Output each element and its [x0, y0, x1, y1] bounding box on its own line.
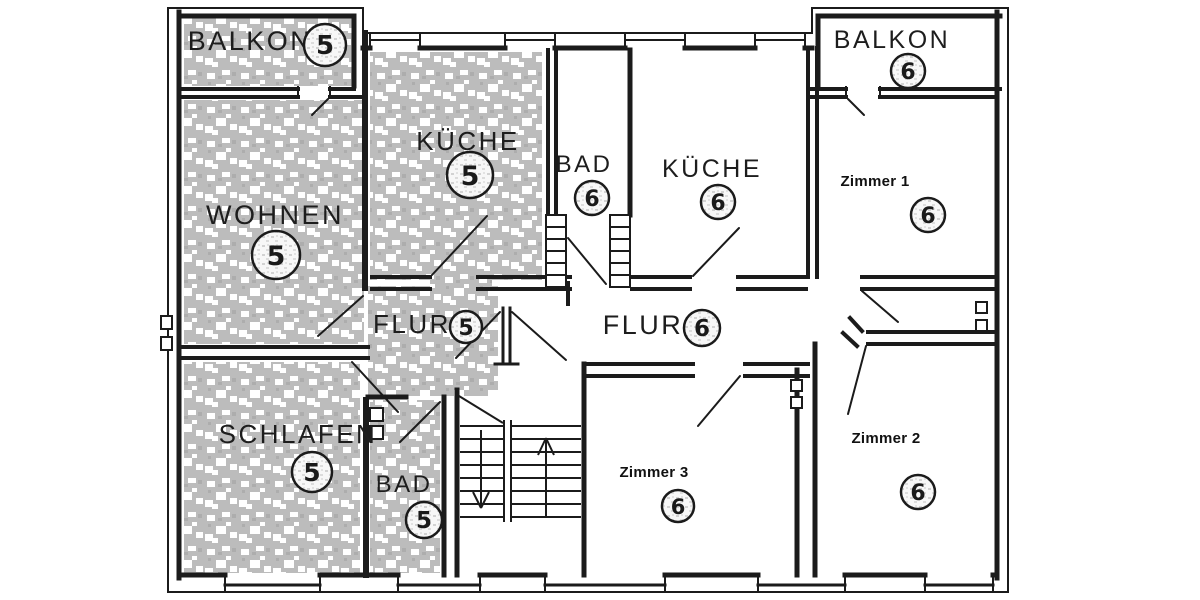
room-label: BALKON	[188, 26, 313, 56]
unit-badge-circle	[699, 183, 737, 221]
unit-badge-circle	[445, 150, 495, 200]
room-label: SCHLAFEN	[219, 419, 378, 449]
room-wohnen-5: WOHNEN 5	[206, 200, 344, 281]
unit-badge-circle	[448, 309, 484, 345]
unit-badge-number: 5	[267, 241, 286, 272]
room-label: FLUR	[373, 309, 451, 339]
unit-badge-circle	[290, 450, 334, 494]
room-zimmer-3: Zimmer 3 6	[619, 464, 696, 524]
room-label: Zimmer 1	[840, 173, 909, 190]
unit-badge-circle	[404, 500, 444, 540]
duct-shafts	[545, 214, 631, 288]
room-zimmer-1: Zimmer 1 6	[840, 173, 947, 234]
room-flur-6: FLUR 6	[603, 308, 722, 348]
unit-badge-number: 5	[458, 316, 473, 341]
unit-badge-circle	[899, 473, 937, 511]
unit-badge-circle	[250, 229, 302, 281]
unit-badge-circle	[573, 179, 611, 217]
staircase	[458, 395, 581, 522]
unit-badge-number: 6	[584, 187, 599, 212]
room-zimmer-2: Zimmer 2 6	[851, 430, 937, 511]
door-swings	[311, 98, 899, 443]
unit-badge-number: 6	[694, 316, 710, 342]
exterior-walls	[176, 9, 1003, 581]
room-balkon-5: BALKON 5	[188, 22, 348, 68]
room-label: BALKON	[834, 26, 950, 54]
unit-badge-number: 6	[671, 495, 686, 519]
room-schlafen-5: SCHLAFEN 5	[219, 419, 378, 494]
unit-badge-number: 5	[316, 31, 334, 61]
interior-walls-double	[370, 46, 999, 378]
unit-badge-number: 5	[303, 458, 320, 487]
room-label: Zimmer 3	[619, 464, 688, 481]
unit-badge-number: 6	[900, 60, 915, 85]
room-label: WOHNEN	[206, 200, 344, 230]
room-label: Zimmer 2	[851, 430, 920, 447]
room-bad-6: BAD 6	[556, 151, 613, 217]
room-kueche-5: KÜCHE 5	[416, 126, 517, 200]
unit-badge-circle	[889, 52, 927, 90]
stair-arrow-up	[537, 437, 555, 518]
room-label: BAD	[556, 151, 613, 178]
room-label: KÜCHE	[662, 155, 762, 183]
unit-badge-number: 5	[461, 161, 480, 192]
room-label: BAD	[376, 471, 433, 498]
unit-badge-number: 6	[910, 481, 925, 506]
exterior-outline	[167, 7, 1009, 593]
room-label: FLUR	[603, 310, 684, 340]
unit-badge-number: 5	[416, 508, 432, 534]
room-flur-5: FLUR 5	[373, 309, 484, 345]
room-balkon-6: BALKON 6	[834, 26, 950, 90]
unit-badge-circle	[660, 488, 696, 524]
wohnen-schlafen-wall	[180, 345, 370, 360]
unit-badge-circle	[302, 22, 348, 68]
stair-arrow-down	[472, 430, 490, 509]
unit-badge-circle	[682, 308, 722, 348]
window-details	[224, 33, 994, 591]
balcony-walls	[177, 87, 1002, 99]
unit-badge-number: 6	[920, 204, 935, 229]
interior-walls-main	[362, 30, 369, 578]
unit-badge-circle	[909, 196, 947, 234]
room-kueche-6: KÜCHE 6	[662, 155, 762, 221]
room-bad-5: BAD 5	[376, 471, 444, 540]
unit-badge-number: 6	[710, 191, 725, 216]
entry-stub-wall	[493, 306, 520, 366]
fixtures	[160, 301, 988, 440]
